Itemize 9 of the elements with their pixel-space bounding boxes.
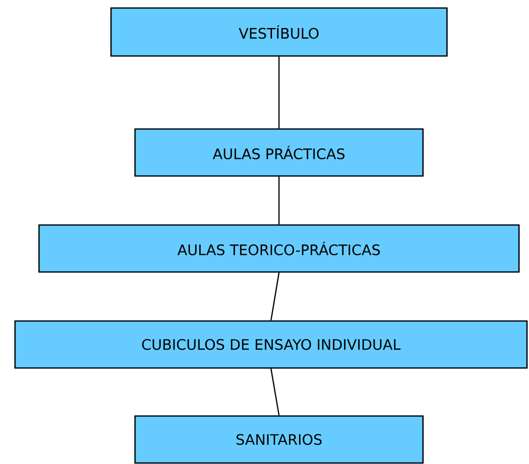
connector-line	[270, 272, 280, 320]
connector-line	[278, 176, 280, 224]
connector-line	[278, 56, 280, 128]
process-box: SANITARIOS	[134, 415, 424, 464]
process-box: CUBICULOS DE ENSAYO INDIVIDUAL	[14, 320, 528, 369]
connector-line	[270, 368, 280, 416]
process-box: AULAS TEORICO-PRÁCTICAS	[38, 224, 520, 273]
process-box: AULAS PRÁCTICAS	[134, 128, 424, 177]
process-box: VESTÍBULO	[110, 7, 448, 57]
